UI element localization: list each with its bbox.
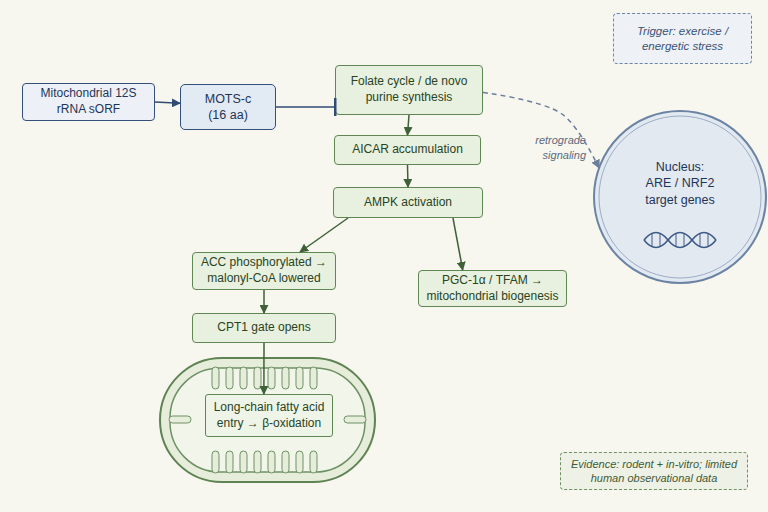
box-text: Trigger: exercise / energetic stress (620, 24, 746, 54)
dna-strand (644, 233, 716, 248)
flow-arrow (408, 115, 410, 135)
process-box: Folate cycle / de novo purine synthesis (335, 65, 483, 115)
process-box: CPT1 gate opens (192, 313, 336, 343)
nucleus-inner-ring (599, 116, 761, 278)
dna-strand (644, 233, 716, 248)
note-box: Trigger: exercise / energetic stress (613, 13, 752, 64)
crista (240, 451, 247, 473)
crista (268, 367, 275, 389)
flow-arrow (300, 218, 348, 252)
crista (240, 367, 247, 389)
crista (212, 451, 219, 473)
flow-arrow (263, 343, 265, 394)
edge-label: retrograde signaling (512, 133, 586, 163)
box-text: CPT1 gate opens (217, 320, 310, 336)
crista (282, 367, 289, 389)
box-text: Nucleus: ARE / NRF2 target genes (642, 159, 718, 208)
crista (296, 451, 303, 473)
process-box: Mitochondrial 12S rRNA sORF (22, 83, 155, 121)
mitochondrion-outer-membrane (160, 358, 375, 482)
flow-arrow (155, 102, 180, 103)
note-box: Evidence: rodent + in-vitro; limited hum… (560, 452, 748, 490)
flow-arrow (453, 218, 463, 270)
crista (310, 451, 317, 473)
dna-rung (660, 233, 661, 247)
box-text: Long-chain fatty acid entry → β-oxidatio… (210, 400, 328, 431)
crista (212, 367, 219, 389)
crista (296, 367, 303, 389)
mitochondrion-inner-membrane (170, 368, 365, 472)
crista (310, 367, 317, 389)
process-box: AICAR accumulation (334, 135, 481, 165)
inhibition-connector (276, 106, 335, 108)
peptide-box: MOTS-c (16 aa) (180, 84, 276, 130)
box-text: PGC-1α / TFAM → mitochondrial biogenesis (423, 273, 563, 304)
nucleus-circle: Nucleus: ARE / NRF2 target genes (592, 109, 768, 285)
box-text: Evidence: rodent + in-vitro; limited hum… (565, 457, 743, 486)
box-text: MOTS-c (16 aa) (196, 91, 260, 124)
box-text: ACC phosphorylated → malonyl-CoA lowered (198, 255, 330, 286)
crista (226, 451, 233, 473)
dna-rung (652, 234, 653, 246)
crista (268, 451, 275, 473)
signaling-arrow (483, 93, 599, 168)
crista (254, 367, 261, 389)
process-box: AMPK activation (333, 187, 483, 218)
crista (169, 416, 191, 423)
box-text: Folate cycle / de novo purine synthesis (341, 74, 477, 105)
flow-arrow (263, 290, 265, 313)
box-text: AICAR accumulation (352, 142, 463, 158)
dna-rung (708, 233, 709, 247)
dna-rung (700, 234, 701, 246)
crista (344, 416, 366, 423)
dna-rung (684, 233, 685, 247)
process-box: Long-chain fatty acid entry → β-oxidatio… (205, 394, 333, 437)
flow-arrow (407, 165, 409, 187)
nucleus-envelope (594, 111, 766, 283)
crista (226, 367, 233, 389)
crista (282, 451, 289, 473)
crista (254, 451, 261, 473)
process-box: ACC phosphorylated → malonyl-CoA lowered (192, 252, 336, 290)
process-box: PGC-1α / TFAM → mitochondrial biogenesis (418, 270, 567, 307)
box-text: AMPK activation (364, 195, 452, 211)
dna-rung (676, 234, 677, 246)
box-text: Mitochondrial 12S rRNA sORF (39, 86, 139, 117)
